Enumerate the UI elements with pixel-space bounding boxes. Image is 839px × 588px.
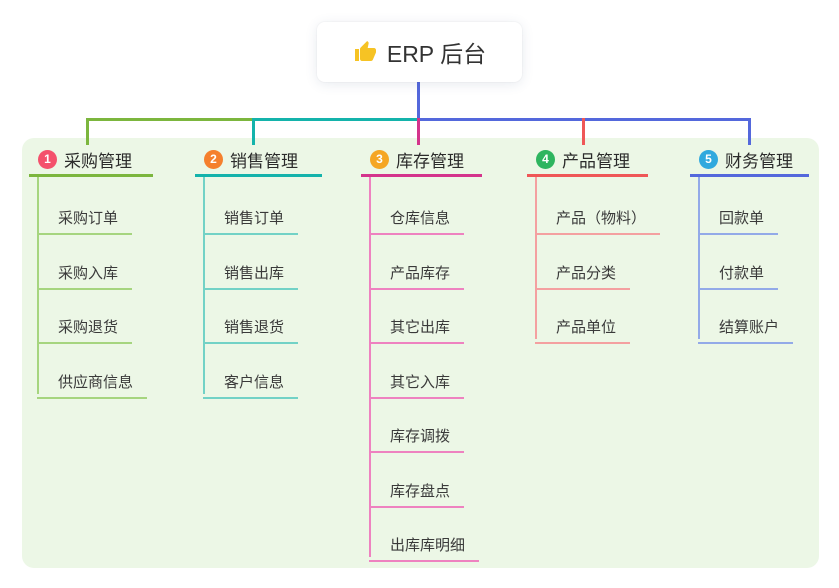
child-label: 采购退货 — [58, 319, 119, 336]
branch-title: 财务管理 — [725, 151, 793, 171]
connector-drop-sales — [252, 118, 255, 145]
child-node[interactable]: 销售订单 — [203, 198, 299, 235]
child-label: 出库库明细 — [390, 537, 466, 554]
branch-number-badge: 2 — [204, 149, 223, 169]
child-label: 客户信息 — [224, 374, 285, 391]
child-label: 结算账户 — [719, 319, 780, 336]
branch-spine — [203, 177, 205, 394]
child-node[interactable]: 结算账户 — [698, 307, 794, 344]
child-node[interactable]: 仓库信息 — [369, 198, 465, 235]
branch-title: 采购管理 — [64, 151, 132, 171]
child-label: 采购订单 — [58, 210, 119, 227]
connector-drop-inventory — [417, 118, 420, 145]
branch-title: 库存管理 — [396, 151, 464, 171]
connector-drop-finance — [748, 118, 751, 145]
child-label: 回款单 — [719, 210, 765, 227]
child-node[interactable]: 其它出库 — [369, 307, 465, 344]
connector-bus-green — [86, 118, 254, 121]
branch-header-finance[interactable]: 5 财务管理 — [690, 144, 809, 177]
branch-spine — [37, 177, 39, 394]
branch-spine — [369, 177, 371, 557]
child-node[interactable]: 产品分类 — [535, 253, 631, 290]
child-label: 产品（物料） — [556, 210, 647, 227]
child-node[interactable]: 采购入库 — [37, 253, 133, 290]
child-label: 其它入库 — [390, 374, 451, 391]
child-node[interactable]: 采购订单 — [37, 198, 133, 235]
branch-title: 销售管理 — [230, 151, 298, 171]
child-node[interactable]: 供应商信息 — [37, 362, 148, 399]
child-node[interactable]: 产品（物料） — [535, 198, 661, 235]
branch-title: 产品管理 — [562, 151, 630, 171]
child-label: 付款单 — [719, 265, 765, 282]
branch-number-badge: 4 — [536, 149, 555, 169]
connector-drop-purchase — [86, 118, 89, 145]
child-node[interactable]: 回款单 — [698, 198, 779, 235]
child-label: 产品库存 — [390, 265, 451, 282]
connector-drop-product — [582, 118, 585, 145]
branch-number-badge: 1 — [38, 149, 57, 169]
branch-header-product[interactable]: 4 产品管理 — [527, 144, 648, 177]
root-node[interactable]: ERP 后台 — [317, 22, 522, 82]
branch-header-purchase[interactable]: 1 采购管理 — [29, 144, 153, 177]
child-label: 其它出库 — [390, 319, 451, 336]
branch-number-badge: 3 — [370, 149, 389, 169]
child-node[interactable]: 其它入库 — [369, 362, 465, 399]
child-node[interactable]: 出库库明细 — [369, 525, 480, 562]
child-label: 产品分类 — [556, 265, 617, 282]
child-node[interactable]: 库存盘点 — [369, 471, 465, 508]
map-panel — [22, 138, 819, 568]
branch-spine — [535, 177, 537, 339]
connector-root — [417, 82, 420, 121]
child-label: 采购入库 — [58, 265, 119, 282]
child-node[interactable]: 采购退货 — [37, 307, 133, 344]
child-node[interactable]: 销售退货 — [203, 307, 299, 344]
thumbs-up-icon — [354, 41, 376, 61]
child-label: 供应商信息 — [58, 374, 134, 391]
child-label: 销售订单 — [224, 210, 285, 227]
child-label: 库存调拨 — [390, 428, 451, 445]
child-label: 库存盘点 — [390, 483, 451, 500]
child-label: 产品单位 — [556, 319, 617, 336]
child-node[interactable]: 销售出库 — [203, 253, 299, 290]
branch-header-sales[interactable]: 2 销售管理 — [195, 144, 322, 177]
branch-spine — [698, 177, 700, 339]
branch-number-badge: 5 — [699, 149, 718, 169]
child-node[interactable]: 产品单位 — [535, 307, 631, 344]
child-node[interactable]: 付款单 — [698, 253, 779, 290]
child-label: 销售退货 — [224, 319, 285, 336]
root-label: ERP 后台 — [386, 41, 487, 67]
child-label: 销售出库 — [224, 265, 285, 282]
child-label: 仓库信息 — [390, 210, 451, 227]
child-node[interactable]: 产品库存 — [369, 253, 465, 290]
child-node[interactable]: 客户信息 — [203, 362, 299, 399]
child-node[interactable]: 库存调拨 — [369, 416, 465, 453]
connector-bus-teal — [252, 118, 419, 121]
branch-header-inventory[interactable]: 3 库存管理 — [361, 144, 482, 177]
